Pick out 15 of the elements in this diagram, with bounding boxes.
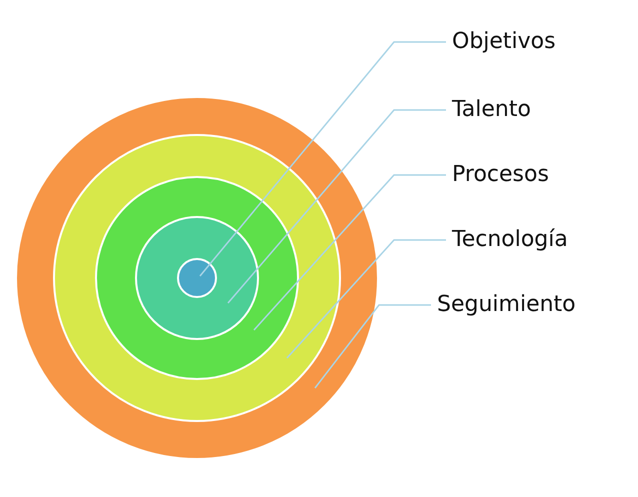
ring-label: Procesos	[452, 161, 549, 189]
concentric-ring	[95, 176, 299, 380]
leader-line	[227, 109, 446, 304]
concentric-ring	[53, 134, 341, 422]
leader-line	[199, 41, 446, 276]
leader-line	[286, 239, 446, 358]
ring-label: Tecnología	[452, 226, 568, 254]
ring-label: Seguimiento	[437, 291, 576, 319]
concentric-ring	[135, 216, 259, 340]
leader-line	[314, 304, 431, 388]
concentric-ring	[177, 258, 217, 298]
concentric-ring	[15, 96, 379, 460]
ring-label: Talento	[452, 96, 531, 124]
ring-label: Objetivos	[452, 28, 556, 56]
leader-line	[253, 174, 446, 330]
